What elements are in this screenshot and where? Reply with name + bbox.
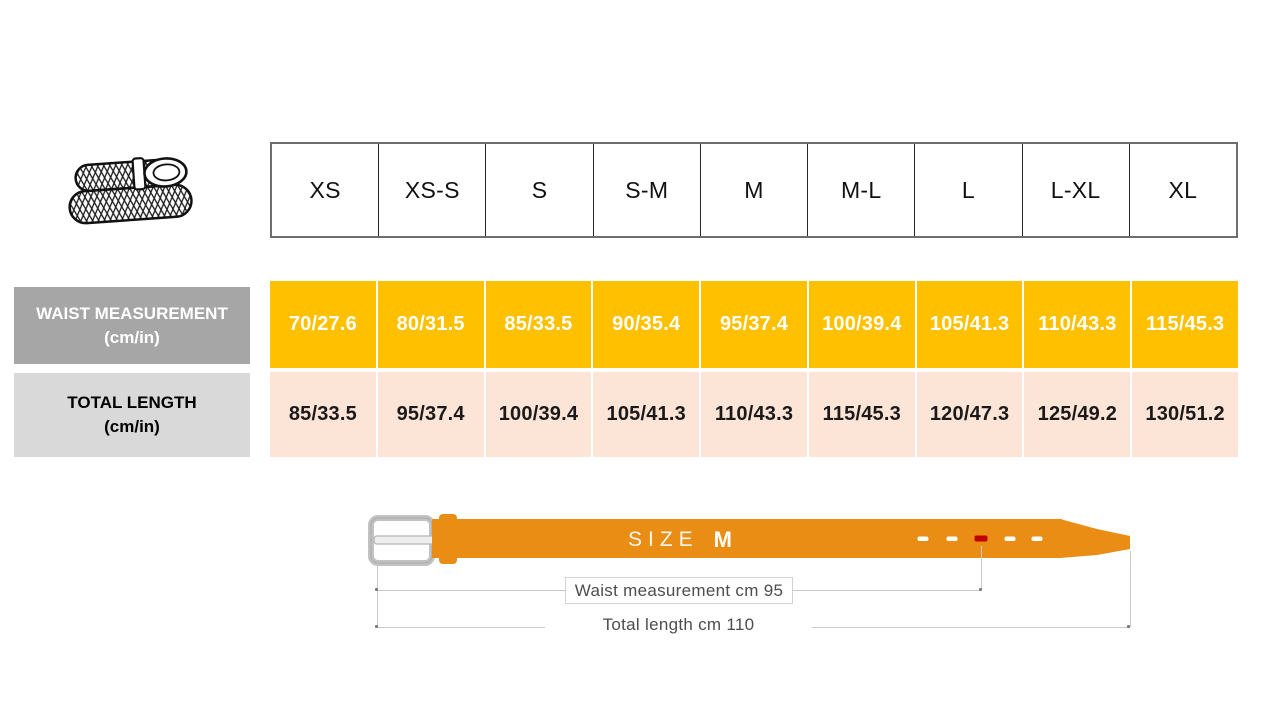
belt-hole: [1004, 536, 1016, 541]
waist-value: 95/37.4: [701, 281, 807, 368]
size-cell-xs: XS: [309, 176, 341, 203]
waist-value: 85/33.5: [485, 281, 592, 368]
length-label-text: TOTAL LENGTH: [67, 393, 197, 413]
length-value: 85/33.5: [270, 372, 376, 457]
waist-measurement-label: WAIST MEASUREMENT (cm/in): [14, 287, 250, 364]
waist-dimension-line-left: [377, 590, 565, 591]
total-length-row: 85/33.5 95/37.4 100/39.4 105/41.3 110/43…: [270, 372, 1239, 457]
dimension-endpoint: [375, 625, 378, 628]
length-value: 115/45.3: [808, 372, 915, 457]
dimension-line-hole: [981, 546, 982, 590]
waist-value: 115/45.3: [1132, 281, 1239, 368]
waist-measurement-annotation: Waist measurement cm 95: [565, 577, 793, 604]
length-value: 125/49.2: [1024, 372, 1131, 457]
braided-belt-image: [68, 157, 193, 225]
waist-value: 90/35.4: [593, 281, 700, 368]
size-header-row: XS XS-S S S-M M M-L L L-XL XL: [270, 142, 1238, 238]
waist-value: 100/39.4: [808, 281, 915, 368]
dimension-endpoint: [1127, 625, 1130, 628]
waist-value: 80/31.5: [377, 281, 484, 368]
size-cell-m: M: [699, 144, 807, 236]
total-length-annotation: Total length cm 110: [602, 615, 755, 634]
waist-value: 110/43.3: [1024, 281, 1131, 368]
dimension-endpoint: [979, 588, 982, 591]
belt-hole: [917, 536, 929, 541]
belt-hole: [1031, 536, 1043, 541]
dimension-line-tip: [1130, 551, 1131, 627]
length-dimension-line-left: [377, 627, 545, 628]
length-value: 120/47.3: [916, 372, 1023, 457]
waist-dimension-line-right: [793, 590, 981, 591]
size-cell-s-m: S-M: [592, 144, 700, 236]
waist-measurement-row: 70/27.6 80/31.5 85/33.5 90/35.4 95/37.4 …: [270, 281, 1239, 368]
length-dimension-line-right: [812, 627, 1130, 628]
length-value: 110/43.3: [701, 372, 807, 457]
size-cell-l: L: [914, 144, 1021, 236]
size-word: SIZE: [627, 528, 699, 551]
length-value: 95/37.4: [377, 372, 484, 457]
waist-label-text: WAIST MEASUREMENT: [36, 303, 228, 323]
size-cell-s: S: [485, 144, 592, 236]
total-length-label: TOTAL LENGTH (cm/in): [14, 373, 250, 457]
dimension-line-buckle: [377, 563, 378, 627]
belt-diagram-image: [368, 514, 1130, 566]
length-value: 100/39.4: [485, 372, 592, 457]
belt-hole-marked: [974, 535, 988, 542]
belt-size-text: SIZE M: [595, 527, 765, 553]
dimension-endpoint: [375, 588, 378, 591]
waist-value: 70/27.6: [270, 281, 376, 368]
belt-tip: [1060, 519, 1130, 558]
waist-label-unit: (cm/in): [104, 327, 160, 347]
size-cell-xs-s: XS-S: [378, 144, 485, 236]
waist-value: 105/41.3: [916, 281, 1023, 368]
length-value: 130/51.2: [1132, 372, 1239, 457]
length-label-unit: (cm/in): [104, 417, 160, 436]
size-cell-xl: XL: [1128, 144, 1236, 236]
belt-hole: [946, 536, 958, 541]
length-value: 105/41.3: [593, 372, 700, 457]
size-cell-l-xl: L-XL: [1021, 144, 1129, 236]
belt-buckle-icon: [368, 515, 443, 566]
size-cell-m-l: M-L: [807, 144, 914, 236]
size-value: M: [713, 527, 732, 552]
